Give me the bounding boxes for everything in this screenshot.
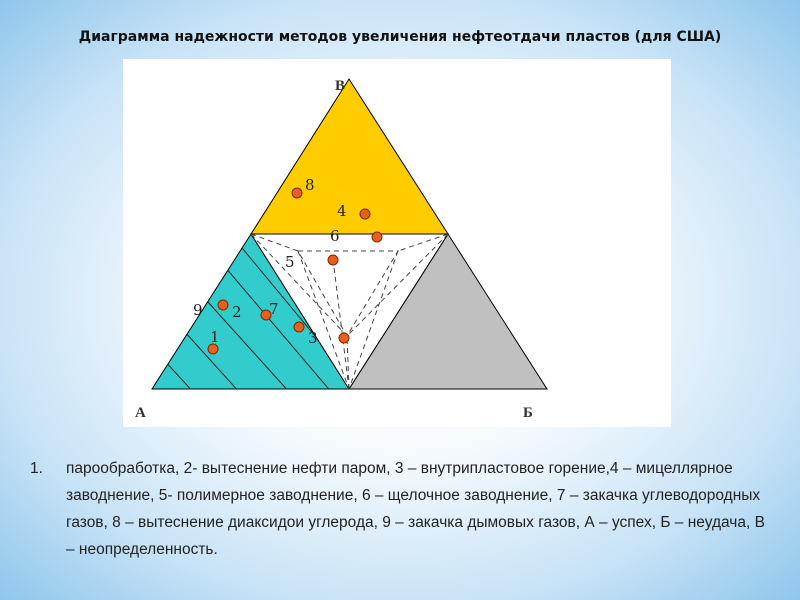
uncertainty-zone [250,78,449,235]
point-3b-marker [338,332,350,344]
diagram-panel: В А Б 8 4 6 5 2 7 3 1 9 [123,59,671,427]
point-7-marker [260,309,272,321]
point-6-marker [371,231,383,243]
diagram-title: Диаграмма надежности методов увеличения … [78,29,722,45]
point-3-marker [293,321,305,333]
point-3-label: 3 [308,329,318,347]
point-1-label: 1 [210,328,220,346]
legend-number: 1. [30,460,43,477]
point-7-label: 7 [269,300,279,318]
vertex-label-a: А [135,405,146,421]
vertex-label-b: Б [523,405,533,421]
point-1-marker [207,343,219,355]
reliability-triangle: В А Б 8 4 6 5 2 7 3 1 9 [135,78,548,421]
point-5-label: 5 [285,253,295,271]
point-4-marker [359,208,371,220]
vertex-label-c: В [335,78,345,94]
central-triangle [250,233,449,390]
point-8-label: 8 [305,176,315,194]
legend-text: пароoбработка, 2- вытеснение нефти паром… [66,460,765,558]
point-2-marker [217,299,229,311]
point-8-marker [291,187,303,199]
construction-lines [250,233,449,390]
point-6-label: 6 [330,227,340,245]
point-2-label: 2 [232,303,242,321]
point-4-label: 4 [337,202,347,220]
point-9-label: 9 [193,301,203,319]
point-5-marker [327,254,339,266]
